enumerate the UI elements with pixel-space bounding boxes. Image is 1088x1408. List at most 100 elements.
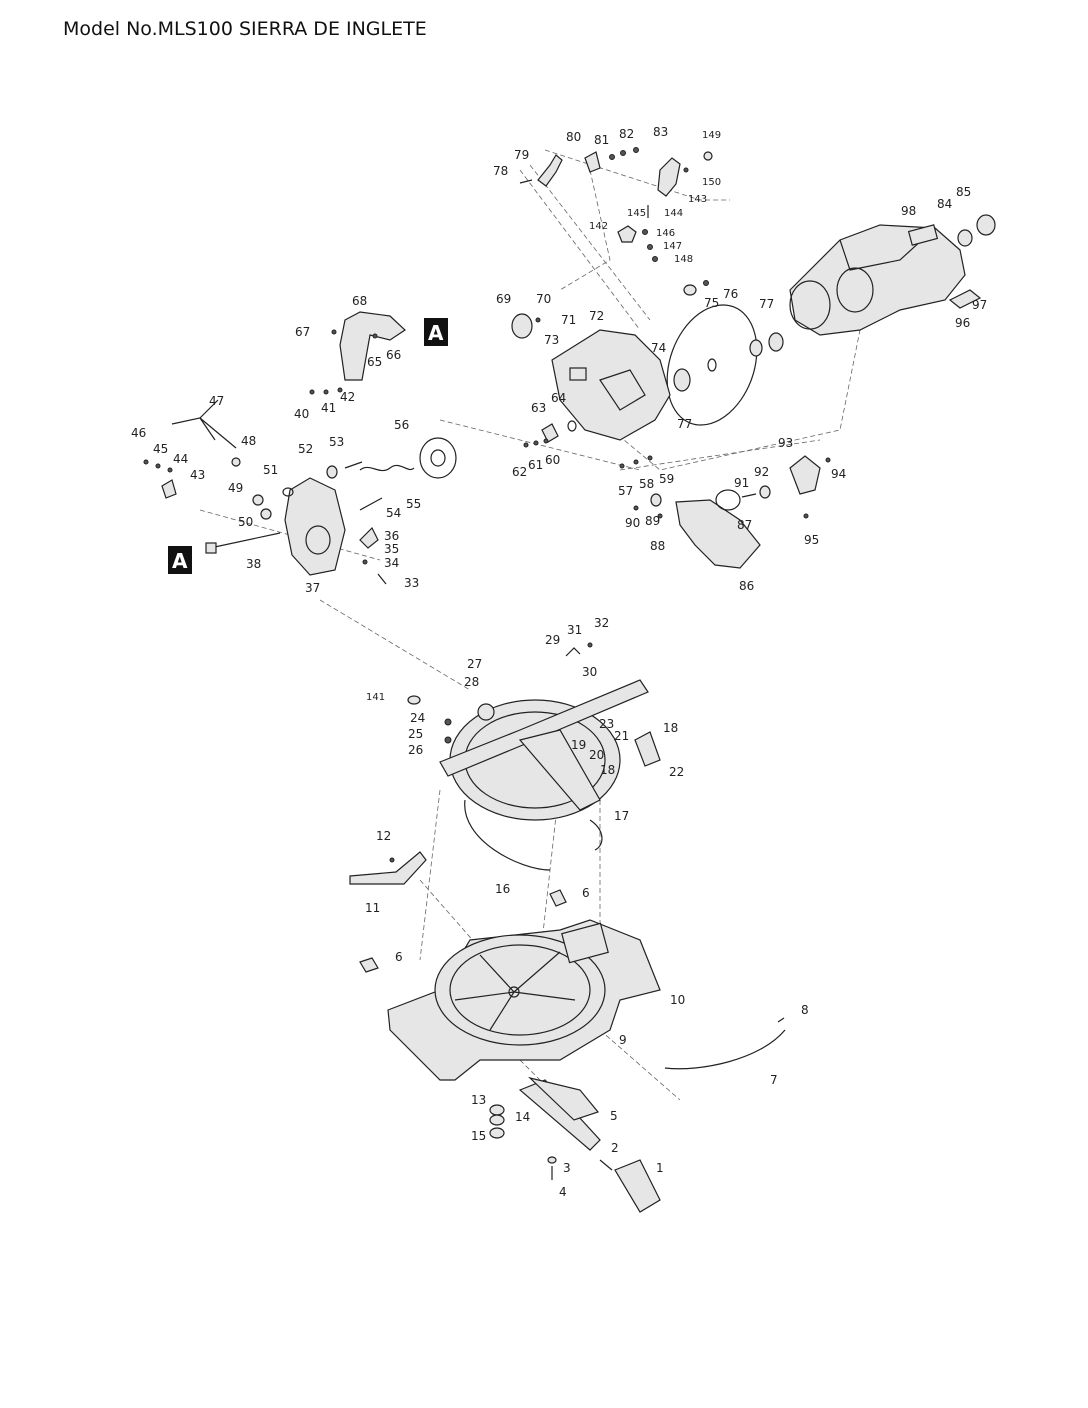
callout-label: 98 xyxy=(901,204,916,218)
callout-label: 8 xyxy=(801,1003,809,1017)
reference-mark-letter: A xyxy=(172,549,188,573)
reference-mark-letter: A xyxy=(428,321,444,345)
callout-label: 95 xyxy=(804,533,819,547)
callout-label: 9 xyxy=(619,1033,627,1047)
callout-label: 3 xyxy=(563,1161,571,1175)
callout-label: 30 xyxy=(582,665,597,679)
callout-label: 2 xyxy=(611,1141,619,1155)
callout-label: 86 xyxy=(739,579,754,593)
callout-label: 146 xyxy=(656,228,675,239)
callout-label: 43 xyxy=(190,468,205,482)
carry-handle xyxy=(349,851,427,885)
callout-label: 80 xyxy=(566,130,581,144)
callout-label: 150 xyxy=(702,177,721,188)
callout-label: 149 xyxy=(702,130,721,141)
callout-label: 40 xyxy=(294,407,309,421)
motor-housing xyxy=(789,214,996,336)
callout-label: 36 xyxy=(384,529,399,543)
callout-label: 143 xyxy=(688,194,707,205)
callout-label: 141 xyxy=(366,692,385,703)
callout-label: 142 xyxy=(589,221,608,232)
callout-label: 56 xyxy=(394,418,409,432)
callout-label: 69 xyxy=(496,292,511,306)
callout-label: 13 xyxy=(471,1093,486,1107)
callout-label: 20 xyxy=(589,748,604,762)
callout-label: 48 xyxy=(241,434,256,448)
callout-label: 54 xyxy=(386,506,401,520)
callout-label: 1 xyxy=(656,1161,664,1175)
callout-label: 71 xyxy=(561,313,576,327)
callout-label: 82 xyxy=(619,127,634,141)
callout-label: 144 xyxy=(664,208,683,219)
callout-label: 64 xyxy=(551,391,566,405)
callout-label: 47 xyxy=(209,394,224,408)
callout-label: 24 xyxy=(410,711,425,725)
callout-label: 15 xyxy=(471,1129,486,1143)
base-assembly xyxy=(359,889,786,1213)
callout-label: 42 xyxy=(340,390,355,404)
callout-label: 10 xyxy=(670,993,685,1007)
callout-label: 85 xyxy=(956,185,971,199)
callout-label: 62 xyxy=(512,465,527,479)
callout-label: 46 xyxy=(131,426,146,440)
callout-label: 29 xyxy=(545,633,560,647)
callout-label: 93 xyxy=(778,436,793,450)
callout-label: 52 xyxy=(298,442,313,456)
callout-label: 17 xyxy=(614,809,629,823)
callout-label: 41 xyxy=(321,401,336,415)
callout-label: 33 xyxy=(404,576,419,590)
callout-label: 77 xyxy=(759,297,774,311)
callout-label: 35 xyxy=(384,542,399,556)
callout-label: 75 xyxy=(704,296,719,310)
callout-label: 74 xyxy=(651,341,666,355)
callout-label: 44 xyxy=(173,452,188,466)
callout-label: 79 xyxy=(514,148,529,162)
reference-mark-a-lower: A xyxy=(168,546,192,574)
callout-label: 4 xyxy=(559,1185,567,1199)
callout-label: 6 xyxy=(582,886,590,900)
callout-label: 66 xyxy=(386,348,401,362)
callout-label: 84 xyxy=(937,197,952,211)
callout-label: 11 xyxy=(365,901,380,915)
callout-label: 55 xyxy=(406,497,421,511)
callout-label: 59 xyxy=(659,472,674,486)
callout-label: 53 xyxy=(329,435,344,449)
callout-label: 31 xyxy=(567,623,582,637)
callout-label: 18 xyxy=(663,721,678,735)
callout-label: 26 xyxy=(408,743,423,757)
callout-label: 89 xyxy=(645,514,660,528)
callout-label: 70 xyxy=(536,292,551,306)
callout-label: 6 xyxy=(395,950,403,964)
callout-label: 67 xyxy=(295,325,310,339)
callout-label: 77 xyxy=(677,417,692,431)
lock-knob xyxy=(143,399,241,499)
callout-label: 37 xyxy=(305,581,320,595)
callout-label: 14 xyxy=(515,1110,530,1124)
callout-label: 34 xyxy=(384,556,399,570)
callout-label: 78 xyxy=(493,164,508,178)
callout-labels: 1 2 3 4 5 6 6 7 8 9 10 11 12 13 14 15 16… xyxy=(131,125,987,1199)
callout-label: 25 xyxy=(408,727,423,741)
callout-label: 21 xyxy=(614,729,629,743)
callout-label: 57 xyxy=(618,484,633,498)
callout-label: 94 xyxy=(831,467,846,481)
callout-label: 27 xyxy=(467,657,482,671)
callout-label: 58 xyxy=(639,477,654,491)
callout-label: 148 xyxy=(674,254,693,265)
lower-blade-guard xyxy=(619,455,831,569)
arm-bracket xyxy=(309,311,406,395)
callout-label: 92 xyxy=(754,465,769,479)
callout-label: 32 xyxy=(594,616,609,630)
reference-mark-a-upper: A xyxy=(424,318,448,346)
callout-label: 96 xyxy=(955,316,970,330)
turntable xyxy=(407,642,661,871)
callout-label: 88 xyxy=(650,539,665,553)
callout-label: 91 xyxy=(734,476,749,490)
callout-label: 38 xyxy=(246,557,261,571)
callout-label: 5 xyxy=(610,1109,618,1123)
callout-label: 97 xyxy=(972,298,987,312)
callout-label: 60 xyxy=(545,453,560,467)
handle-trigger-parts xyxy=(519,147,713,262)
callout-label: 87 xyxy=(737,518,752,532)
